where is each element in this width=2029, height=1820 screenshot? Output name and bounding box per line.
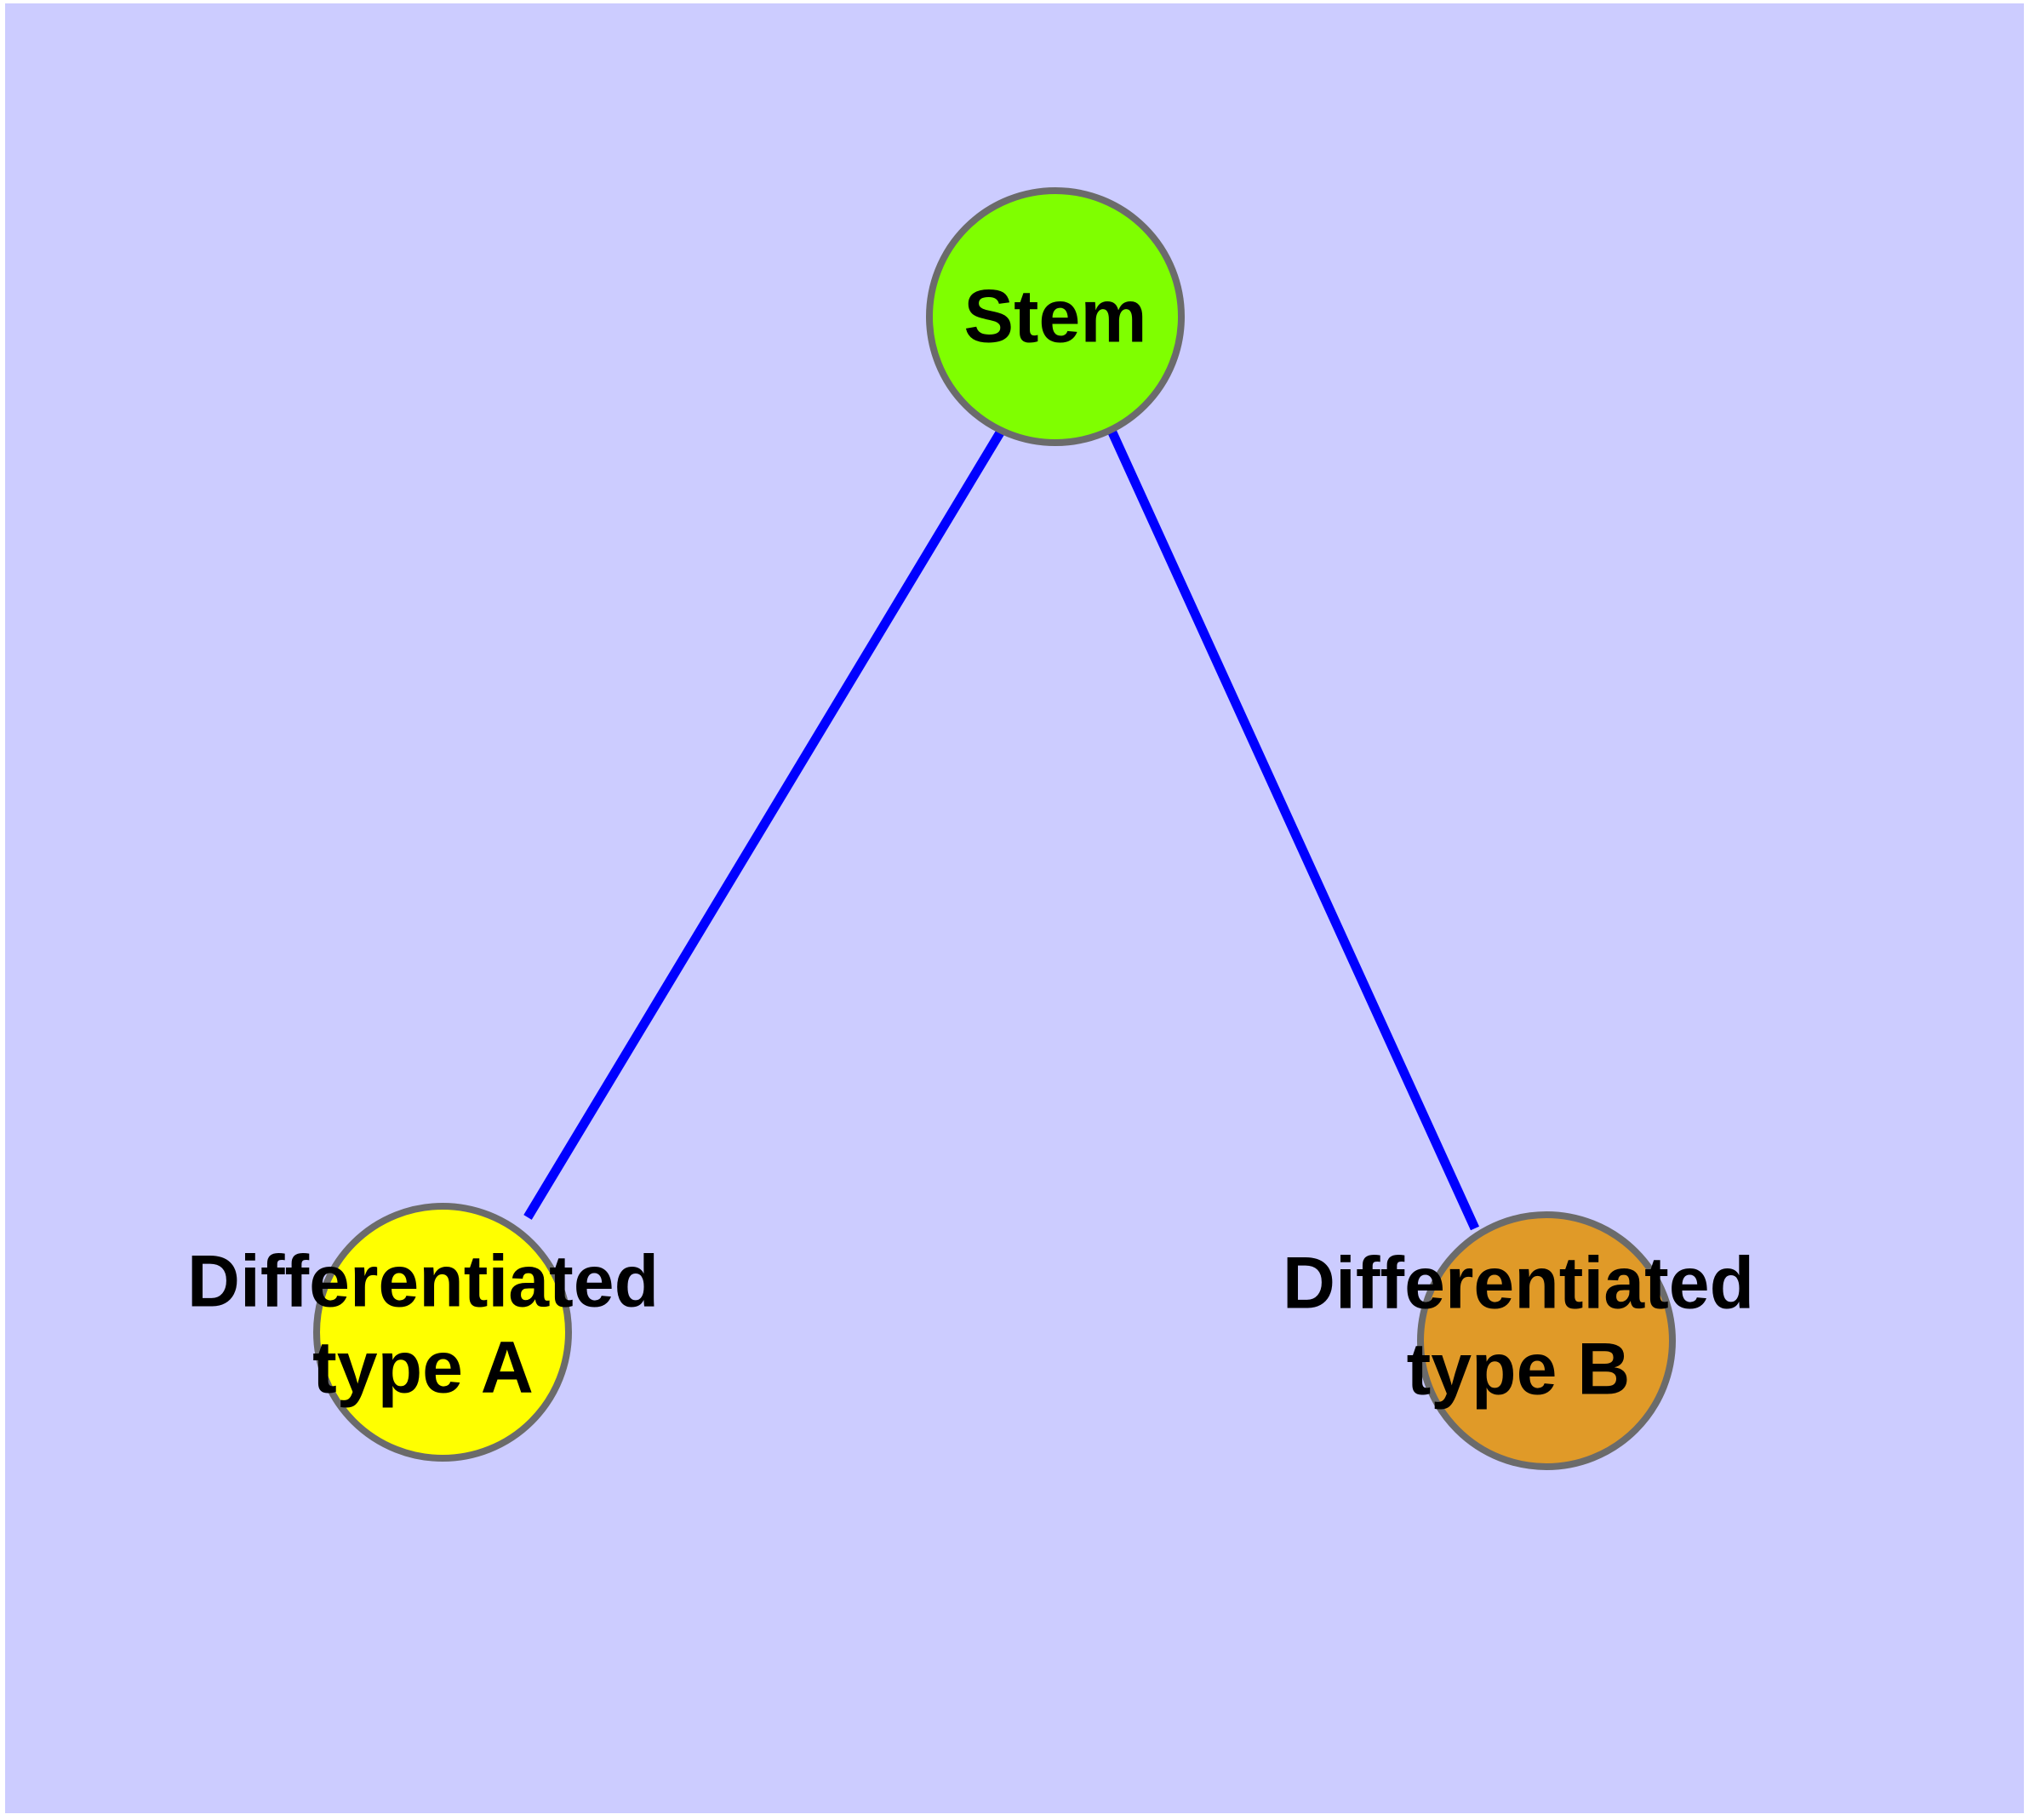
node-differentiated-type-a-label-line-1: Differentiated <box>187 1241 659 1323</box>
edge-stem-to-differentiated-type-a <box>523 427 1006 1220</box>
node-stem-label: Stem <box>963 273 1146 358</box>
node-differentiated-type-a[interactable]: Differentiated type A <box>187 1203 659 1462</box>
node-differentiated-type-a-label-line-2: type A <box>312 1327 534 1409</box>
node-differentiated-type-b-circle[interactable] <box>1417 1211 1676 1470</box>
node-differentiated-type-b[interactable]: Differentiated type B <box>1283 1211 1754 1470</box>
node-differentiated-type-a-circle[interactable] <box>313 1203 572 1462</box>
edge-group <box>523 427 1480 1231</box>
node-differentiated-type-b-label-line-1: Differentiated <box>1283 1243 1754 1325</box>
node-group: Stem Differentiated type A Differentiate… <box>187 187 1754 1470</box>
node-differentiated-type-b-label-line-2: type B <box>1407 1329 1631 1411</box>
edge-stem-to-differentiated-type-b <box>1107 430 1480 1231</box>
node-stem-circle[interactable] <box>926 187 1185 446</box>
node-stem[interactable]: Stem <box>926 187 1185 446</box>
